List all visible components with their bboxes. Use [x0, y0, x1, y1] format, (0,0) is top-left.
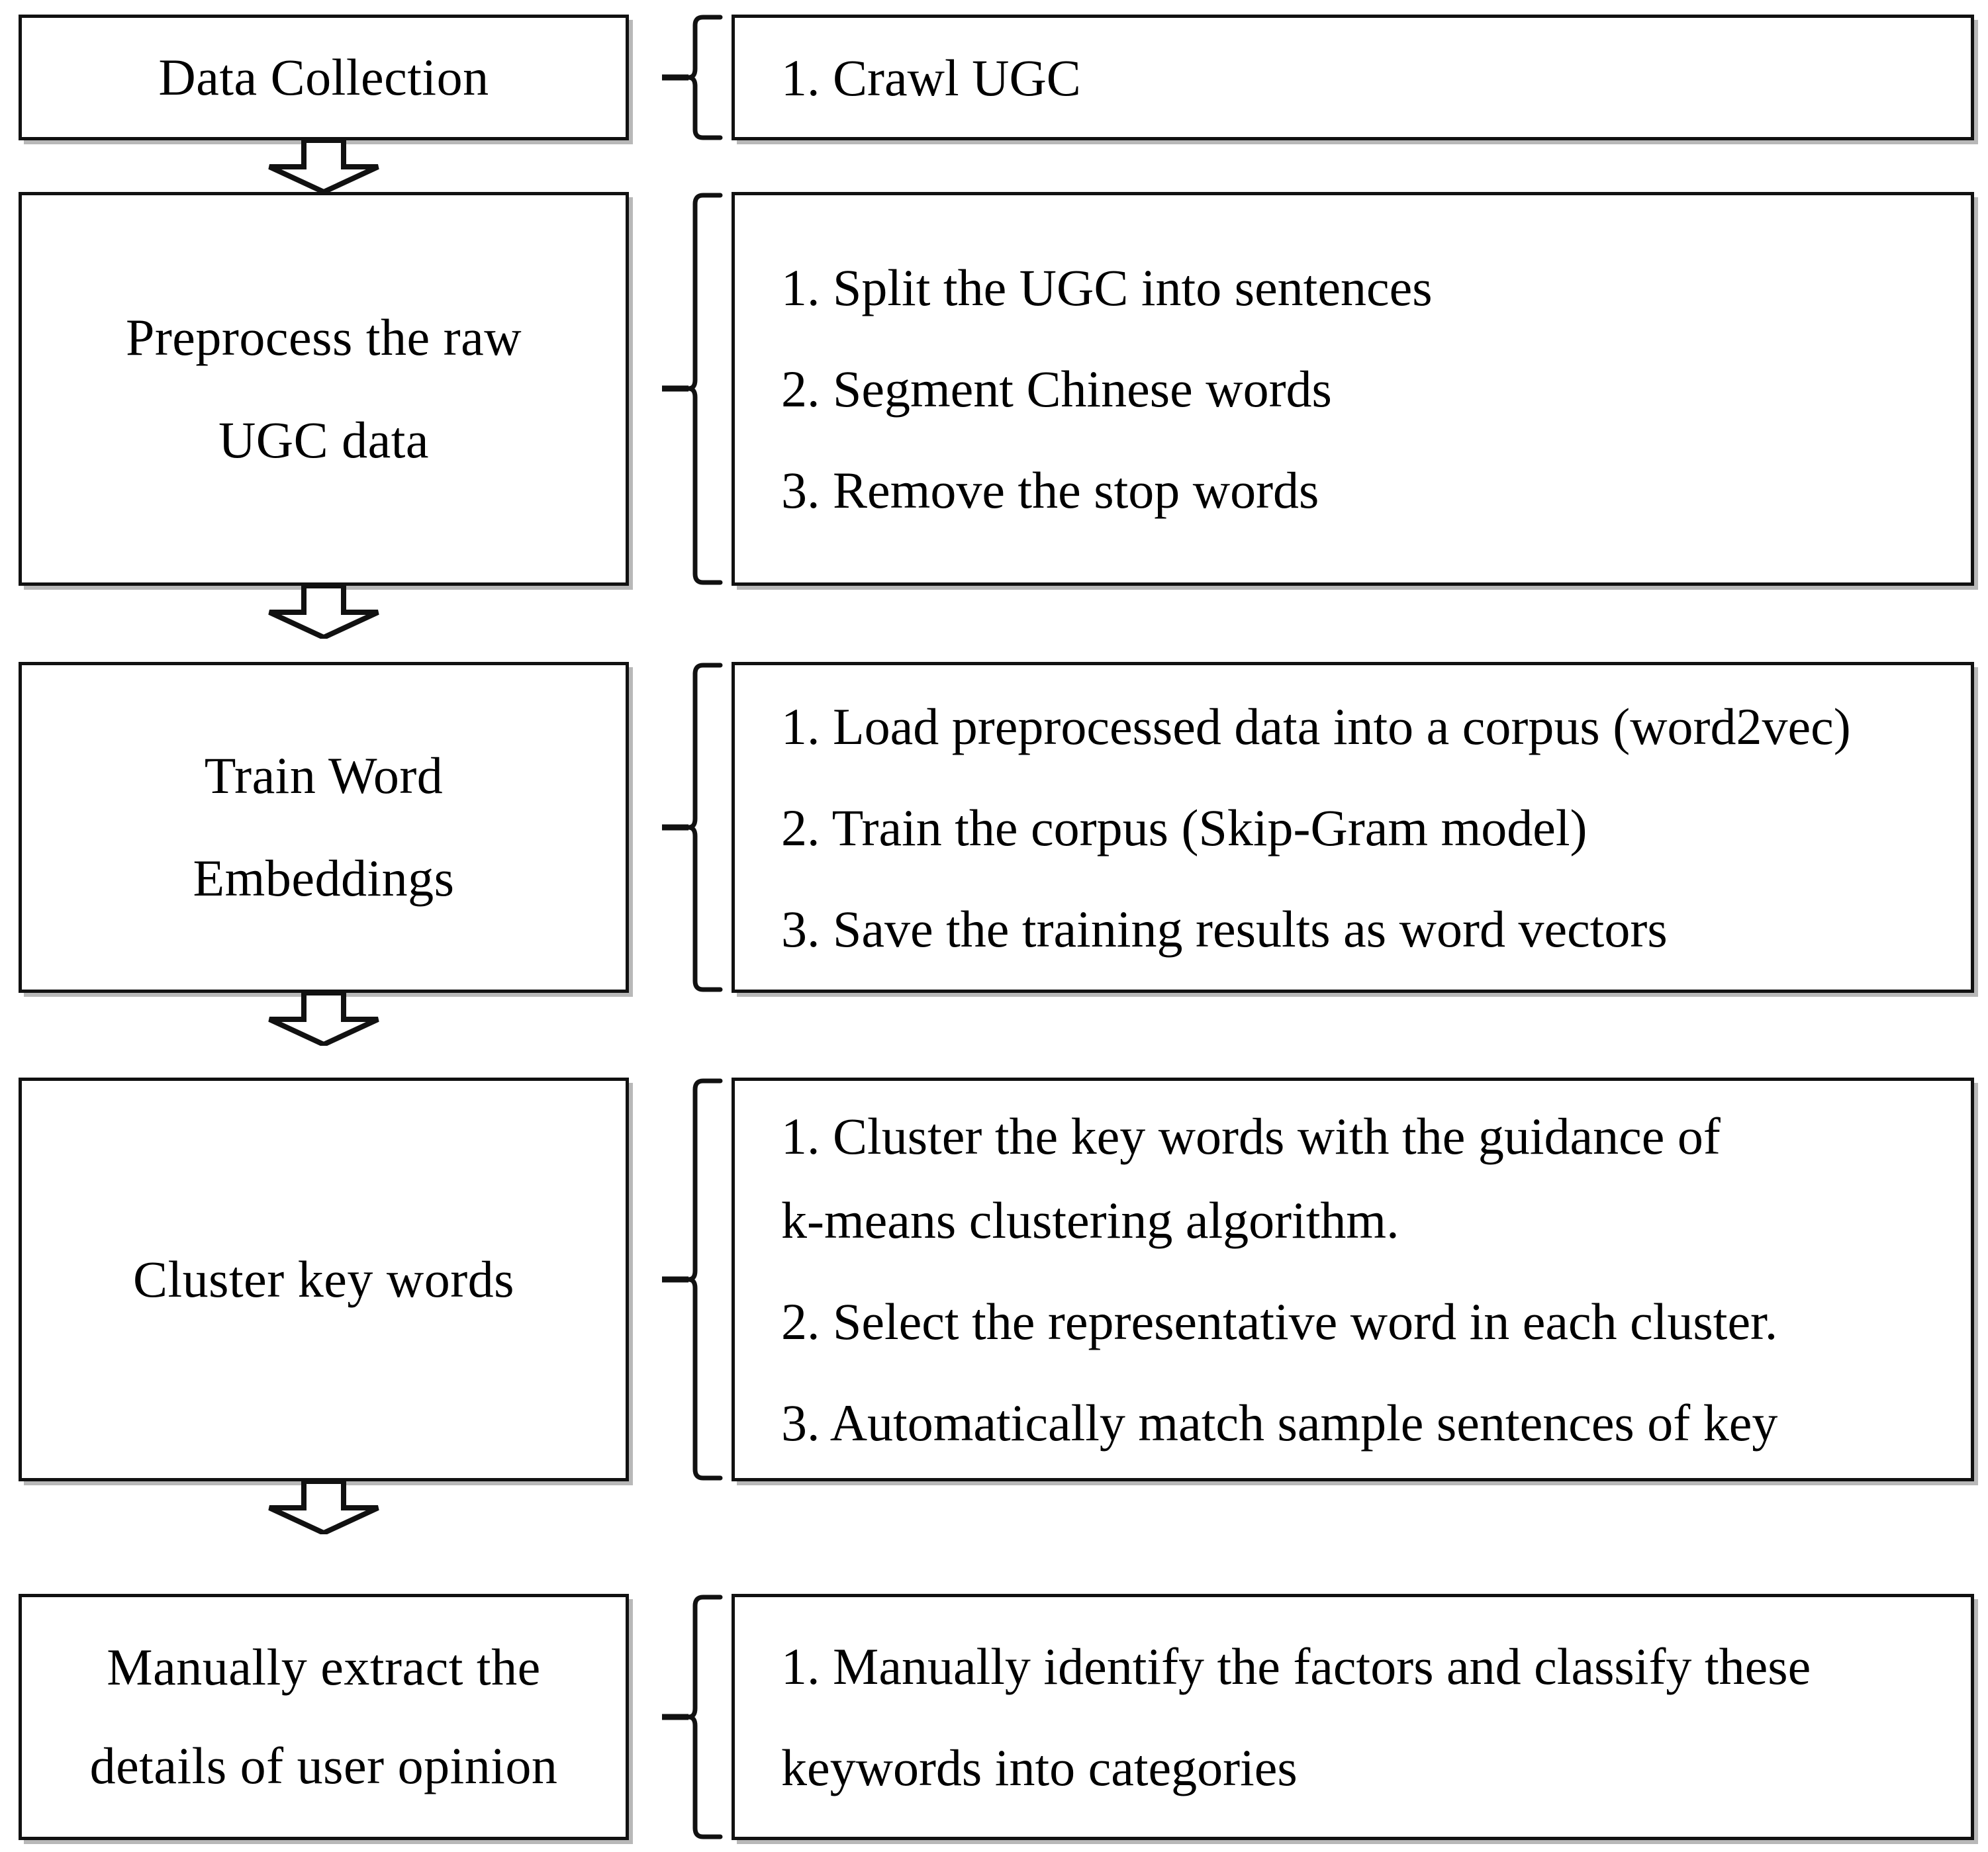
brace-connector-4	[662, 1078, 723, 1481]
detail-line: 3. Remove the stop words	[781, 461, 1319, 519]
detail-line: keywords into categories	[781, 1739, 1298, 1796]
detail-line: 2. Segment Chinese words	[781, 360, 1332, 418]
detail-line: 1. Manually identify the factors and cla…	[781, 1638, 1811, 1695]
detail-box-preprocess: 1. Split the UGC into sentences 2. Segme…	[732, 192, 1974, 586]
brace-connector-1	[662, 15, 723, 140]
detail-line: 1. Cluster the key words with the guidan…	[781, 1107, 1721, 1165]
stage-box-data-collection: Data Collection	[19, 15, 629, 140]
detail-box-train-word-embeddings: 1. Load preprocessed data into a corpus …	[732, 662, 1974, 993]
brace-connector-3	[662, 662, 723, 993]
detail-line: 2. Train the corpus (Skip-Gram model)	[781, 798, 1587, 857]
down-block-arrow-2	[258, 586, 390, 639]
detail-line: 1. Split the UGC into sentences	[781, 259, 1433, 316]
detail-box-manual-extract: 1. Manually identify the factors and cla…	[732, 1594, 1974, 1840]
detail-line: 3. Save the training results as word vec…	[781, 900, 1668, 958]
down-block-arrow-1	[258, 140, 390, 193]
brace-connector-2	[662, 192, 723, 586]
stage-box-train-word-embeddings: Train Word Embeddings	[19, 662, 629, 993]
brace-connector-5	[662, 1594, 723, 1840]
detail-line: k-means clustering algorithm.	[781, 1191, 1399, 1249]
stage-box-cluster-key-words: Cluster key words	[19, 1078, 629, 1481]
down-block-arrow-4	[258, 1481, 390, 1534]
stage-label-line: Preprocess the raw	[125, 308, 522, 366]
detail-line: 3. Automatically match sample sentences …	[781, 1394, 1778, 1452]
stage-label-line: Train Word	[204, 747, 444, 805]
detail-line: 1. Load preprocessed data into a corpus …	[781, 697, 1851, 755]
stage-label-line: UGC data	[218, 410, 430, 469]
stage-box-manual-extract: Manually extract the details of user opi…	[19, 1594, 629, 1840]
stage-label-line: Data Collection	[158, 48, 489, 106]
detail-line: 1. Crawl UGC	[781, 48, 1081, 107]
stage-label-line: Cluster key words	[132, 1250, 515, 1308]
stage-label-line: Manually extract the	[107, 1638, 541, 1696]
down-block-arrow-3	[258, 993, 390, 1046]
detail-line: 2. Select the representative word in eac…	[781, 1293, 1778, 1350]
stage-box-preprocess: Preprocess the raw UGC data	[19, 192, 629, 586]
detail-box-cluster-key-words: 1. Cluster the key words with the guidan…	[732, 1078, 1974, 1481]
stage-label-line: details of user opinion	[89, 1737, 558, 1794]
stage-label-line: Embeddings	[193, 849, 455, 907]
detail-box-data-collection: 1. Crawl UGC	[732, 15, 1974, 140]
